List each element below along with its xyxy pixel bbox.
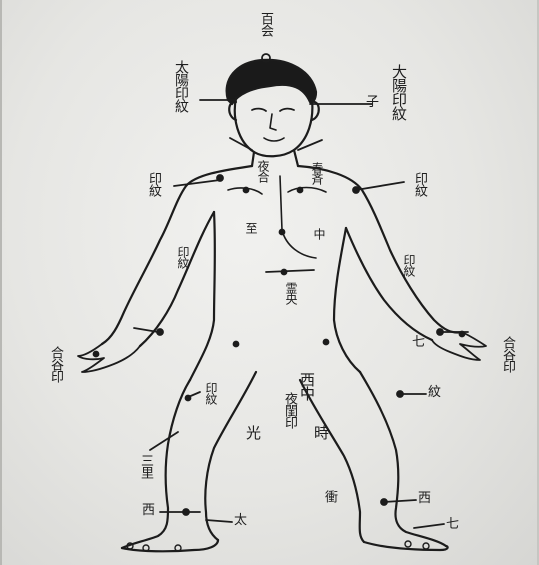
label-belly-lower: 夜合 bbox=[256, 160, 270, 182]
label-chest-upper: 春斉 bbox=[310, 162, 324, 184]
neck-right bbox=[294, 150, 298, 166]
acupoint-hand-left bbox=[94, 352, 99, 357]
label-ear-right: 大陽印紋 bbox=[392, 64, 406, 120]
mouth bbox=[264, 138, 284, 141]
label-ankle-left: 西 bbox=[142, 504, 155, 518]
pointer-shoulder-left bbox=[174, 180, 220, 186]
label-hand-left: 合谷印 bbox=[48, 346, 62, 382]
pointer-ankle-right bbox=[384, 500, 416, 502]
label-ear-mark: 子 bbox=[366, 96, 379, 110]
right-hand bbox=[432, 332, 486, 360]
pointer-shoulder-right bbox=[356, 182, 404, 190]
acupoint-ankle-left bbox=[183, 509, 189, 515]
acupoint-navel bbox=[282, 270, 287, 275]
left-eye bbox=[252, 109, 266, 111]
acupoint-knee-left bbox=[186, 396, 191, 401]
left-foot bbox=[122, 540, 218, 551]
nose bbox=[270, 114, 276, 130]
label-chest-mid: 至 bbox=[244, 222, 258, 233]
acupoint-hip-right bbox=[437, 329, 443, 335]
acupoint-groin-right bbox=[324, 340, 329, 345]
label-ankle-right: 西 bbox=[418, 492, 431, 506]
label-ear-left: 太陽印紋 bbox=[174, 60, 188, 112]
label-hip-left: 印紋 bbox=[176, 246, 190, 268]
label-thigh-right: 時 bbox=[314, 426, 329, 440]
right-leg-inner bbox=[300, 380, 364, 542]
pointer-neck-left bbox=[230, 138, 252, 150]
pointer-belly bbox=[266, 270, 314, 272]
left-arm-inner bbox=[140, 212, 214, 346]
label-calf-left: 三里 bbox=[138, 454, 152, 478]
label-foot-right-mark: 七 bbox=[446, 518, 459, 532]
pointer-calf-left bbox=[150, 432, 178, 450]
acupoint-shoulder-right bbox=[353, 187, 359, 193]
acupoint-chest-right bbox=[298, 188, 303, 193]
label-shoulder-right: 印紋 bbox=[412, 172, 426, 196]
label-foot-left: 太 bbox=[234, 514, 247, 528]
right-eye bbox=[280, 109, 294, 111]
label-hand-right-mark: 七 bbox=[412, 336, 425, 350]
label-knee-right: 紋 bbox=[428, 386, 441, 400]
acupoint-knee-right bbox=[397, 391, 403, 397]
label-navel: 霊央 bbox=[284, 282, 298, 304]
acupoint-hip-left bbox=[157, 329, 163, 335]
acupoint-hand-right bbox=[460, 332, 465, 337]
acupoint-groin-left bbox=[234, 342, 239, 347]
pointer-foot-left bbox=[206, 520, 232, 522]
label-knee-left: 印紋 bbox=[204, 382, 218, 404]
label-crown: 百会 bbox=[258, 12, 272, 36]
label-genital: 夜閨印 bbox=[282, 392, 296, 428]
hair bbox=[227, 60, 316, 104]
label-shoulder-left: 印紋 bbox=[146, 172, 160, 196]
acupoint-ankle-right bbox=[381, 499, 387, 505]
torso-left-side bbox=[190, 212, 215, 380]
label-groin-center: 西中 bbox=[300, 372, 314, 400]
label-hand-right: 合谷印 bbox=[500, 336, 514, 372]
label-belly: 中 bbox=[312, 228, 326, 239]
label-foot-right: 衝 bbox=[322, 490, 336, 502]
neck-left bbox=[252, 152, 254, 166]
acupoint-chest-left bbox=[244, 188, 249, 193]
pointer-foot-right bbox=[414, 524, 444, 528]
chest-right bbox=[288, 188, 326, 193]
label-thigh-left: 光 bbox=[246, 426, 261, 440]
left-hand bbox=[78, 344, 140, 372]
acupoint-sternum bbox=[280, 230, 285, 235]
left-leg-outer bbox=[122, 380, 190, 548]
acupoint-shoulder-left bbox=[217, 175, 223, 181]
label-hip-right: 印紋 bbox=[402, 254, 416, 276]
